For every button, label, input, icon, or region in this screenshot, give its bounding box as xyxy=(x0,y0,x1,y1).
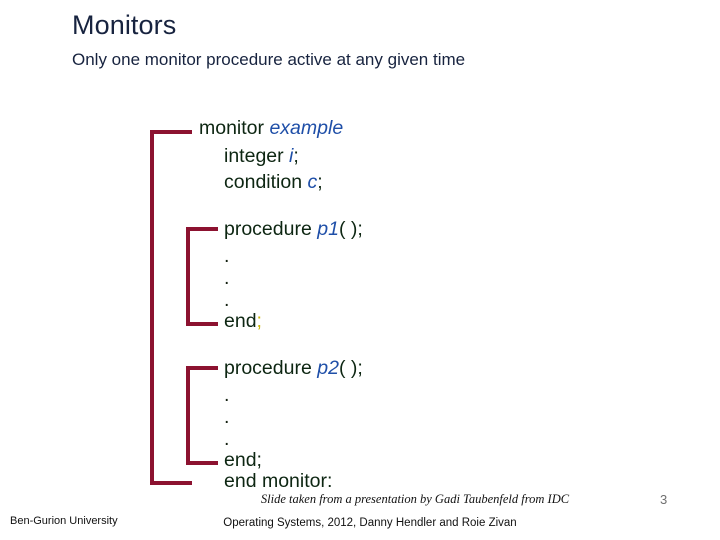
slide-subtitle: Only one monitor procedure active at any… xyxy=(72,50,466,69)
proc2-bracket-top-arm xyxy=(186,366,218,370)
footer-university-name: Ben-Gurion University xyxy=(10,515,118,527)
proc1-body-dot-2: . xyxy=(224,267,230,289)
proc1-arglist: ( ); xyxy=(338,218,363,240)
code-line-proc1-header: procedure p1( ); xyxy=(224,218,363,240)
proc2-body-dot-2: . xyxy=(224,406,230,428)
proc1-bracket-spine xyxy=(186,227,190,326)
keyword-integer: integer xyxy=(224,145,284,167)
keyword-procedure-p2: procedure xyxy=(224,357,312,379)
semicolon-integer: ; xyxy=(293,145,299,167)
identifier-p2: p2 xyxy=(317,357,339,379)
proc1-bracket-top-arm xyxy=(186,227,218,231)
semicolon-end-p1: ; xyxy=(256,310,262,332)
proc2-body-dot-1: . xyxy=(224,384,230,406)
proc1-body-dot-3: . xyxy=(224,289,230,311)
semicolon-end-p2: ; xyxy=(256,449,262,471)
code-line-proc2-end: end; xyxy=(224,449,262,471)
monitor-bracket-top-arm xyxy=(150,130,192,134)
code-line-end-monitor: end monitor: xyxy=(224,470,333,492)
footer-course-info: Operating Systems, 2012, Danny Hendler a… xyxy=(223,517,517,529)
page-number: 3 xyxy=(660,492,668,507)
slide-credit-note: Slide taken from a presentation by Gadi … xyxy=(260,492,570,506)
page-title: Monitors xyxy=(72,10,177,40)
proc2-body-dot-3: . xyxy=(224,428,230,450)
identifier-c: c xyxy=(307,171,318,193)
keyword-condition: condition xyxy=(224,171,303,193)
proc2-bracket-spine xyxy=(186,366,190,465)
monitor-bracket-bottom-arm xyxy=(150,481,192,485)
proc2-bracket-bottom-arm xyxy=(186,461,218,465)
identifier-i: i xyxy=(289,145,294,167)
keyword-monitor: monitor xyxy=(199,117,265,139)
keyword-end-p2: end xyxy=(224,449,257,471)
semicolon-condition: ; xyxy=(317,171,323,193)
keyword-end-p1: end xyxy=(224,310,257,332)
code-line-proc2-header: procedure p2( ); xyxy=(224,357,363,379)
code-line-monitor-decl: monitor example xyxy=(199,117,344,139)
proc1-bracket-bottom-arm xyxy=(186,322,218,326)
code-line-condition-decl: condition c; xyxy=(224,171,323,193)
proc2-arglist: ( ); xyxy=(338,357,363,379)
identifier-p1: p1 xyxy=(317,218,339,240)
monitor-pseudocode-block: monitor example integer i; condition c; … xyxy=(150,117,363,492)
code-line-integer-decl: integer i; xyxy=(224,145,299,167)
monitor-bracket-spine xyxy=(150,130,154,485)
proc1-body-dot-1: . xyxy=(224,245,230,267)
keyword-procedure-p1: procedure xyxy=(224,218,312,240)
identifier-example: example xyxy=(269,117,344,139)
code-line-proc1-end: end; xyxy=(224,310,262,332)
